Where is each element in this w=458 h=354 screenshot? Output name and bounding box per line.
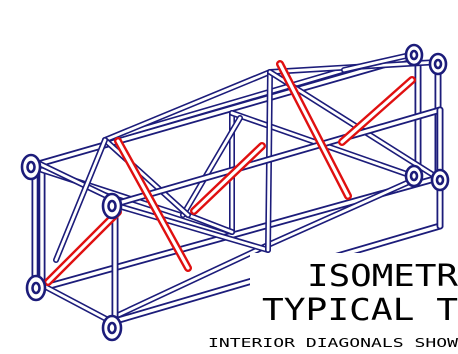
- front-face-web: [53, 58, 442, 326]
- end-plate-front-bottom-left: [101, 314, 123, 342]
- interior-diagonals: [44, 60, 416, 286]
- interior-diagonal-5: [338, 76, 416, 146]
- title-line-2: TYPICAL T: [262, 293, 458, 328]
- end-plate-back-top-left: [20, 153, 42, 181]
- interior-diagonal-3: [190, 142, 266, 215]
- bottom-face-lacing: [39, 175, 421, 325]
- front-verticals: [31, 106, 444, 292]
- end-plates: [20, 43, 450, 342]
- title-block: ISOMETR TYPICAL T INTERIOR DIAGONALS SHO…: [208, 253, 458, 350]
- diagram-note: INTERIOR DIAGONALS SHOW: [208, 336, 458, 349]
- interior-diagonal-1: [114, 137, 192, 272]
- title-line-1: ISOMETR: [307, 259, 458, 294]
- front-top-chord: [108, 106, 444, 209]
- title-backdrop: [250, 253, 458, 349]
- interior-diagonal-4: [276, 60, 352, 200]
- end-plate-back-bottom-left: [25, 274, 47, 302]
- end-plate-front-top-left: [101, 192, 123, 220]
- end-plate-front-bottom-right: [404, 164, 424, 188]
- end-plate-back-top-right: [404, 43, 424, 67]
- back-top-chord: [31, 51, 422, 169]
- end-plate-front-mid-right: [430, 168, 450, 192]
- end-plate-front-top-right: [428, 52, 448, 76]
- interior-diagonal-2: [44, 208, 122, 286]
